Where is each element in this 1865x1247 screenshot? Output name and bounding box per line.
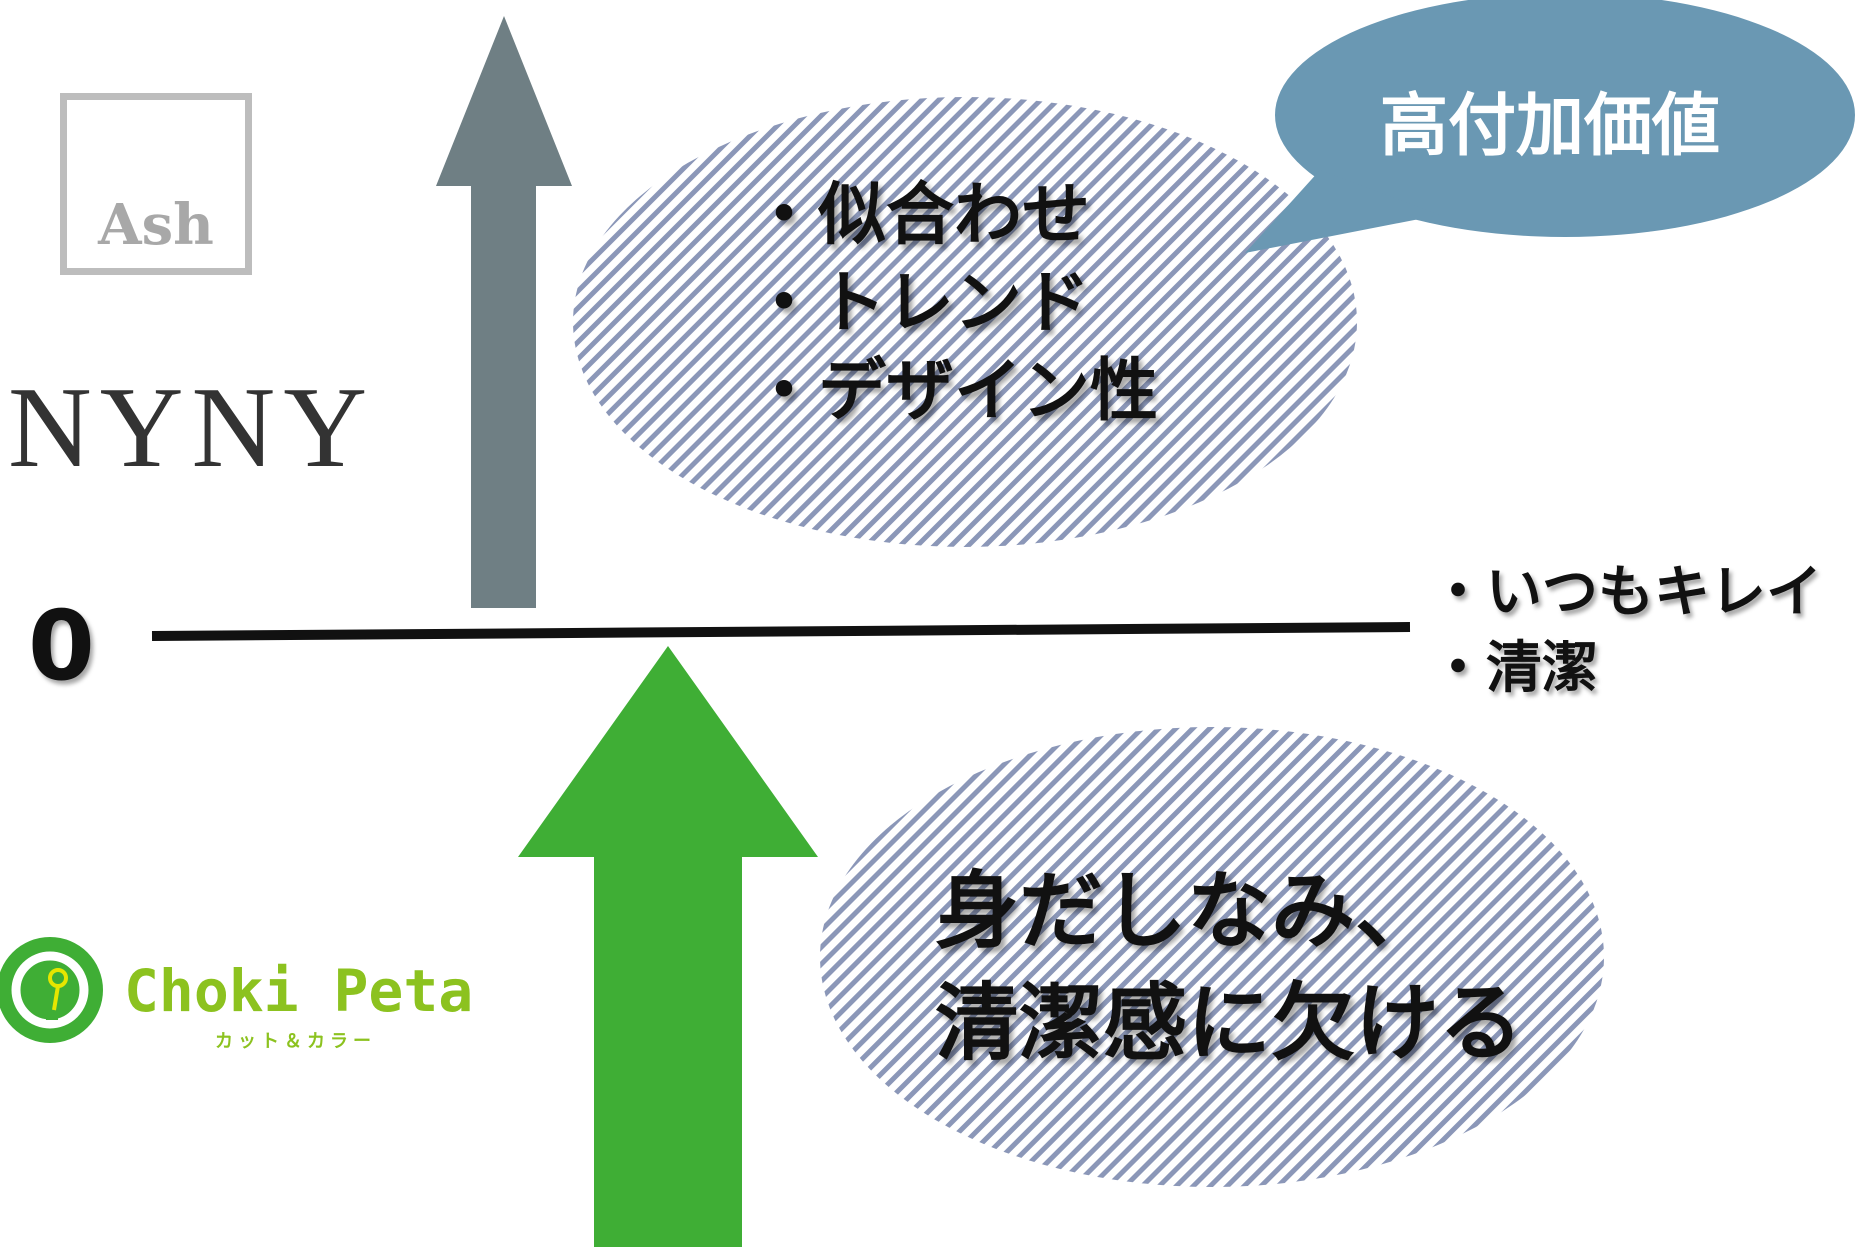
upper-bubble-line: ・似合わせ bbox=[750, 176, 1091, 255]
upper-bubble-line: ・デザイン性 bbox=[750, 352, 1159, 431]
lower-bubble-text: 身だしなみ、 清潔感に欠ける bbox=[935, 855, 1523, 1079]
callout-label: 高付加価値 bbox=[1380, 87, 1721, 166]
lower-arrow bbox=[518, 646, 818, 1247]
upper-bubble-text: ・似合わせ ・トレンド ・デザイン性 bbox=[750, 172, 1158, 436]
lower-hatched-bubble bbox=[820, 727, 1604, 1187]
zero-label: 0 bbox=[28, 590, 95, 702]
right-note-line: ・いつもキレイ bbox=[1430, 560, 1822, 625]
callout-bubble bbox=[1245, 0, 1855, 253]
upper-bubble-line: ・トレンド bbox=[750, 264, 1091, 343]
right-note: ・いつもキレイ ・清潔 bbox=[1430, 555, 1822, 707]
ash-logo-text: Ash bbox=[98, 192, 214, 258]
ash-logo: Ash bbox=[60, 93, 252, 275]
choki-peta-logo-subtitle: カット＆カラー bbox=[215, 1031, 376, 1052]
nyny-logo: NYNY bbox=[8, 364, 376, 492]
zero-baseline bbox=[151, 622, 1411, 641]
choki-peta-logo-mark bbox=[0, 937, 103, 1043]
right-note-line: ・清潔 bbox=[1430, 636, 1598, 701]
lower-bubble-line: 身だしなみ、 bbox=[935, 862, 1440, 960]
lower-bubble-line: 清潔感に欠ける bbox=[935, 974, 1524, 1072]
choki-peta-logo-text: Choki Peta bbox=[124, 957, 474, 1025]
upper-hatched-bubble bbox=[573, 97, 1357, 547]
upper-arrow bbox=[436, 16, 572, 608]
